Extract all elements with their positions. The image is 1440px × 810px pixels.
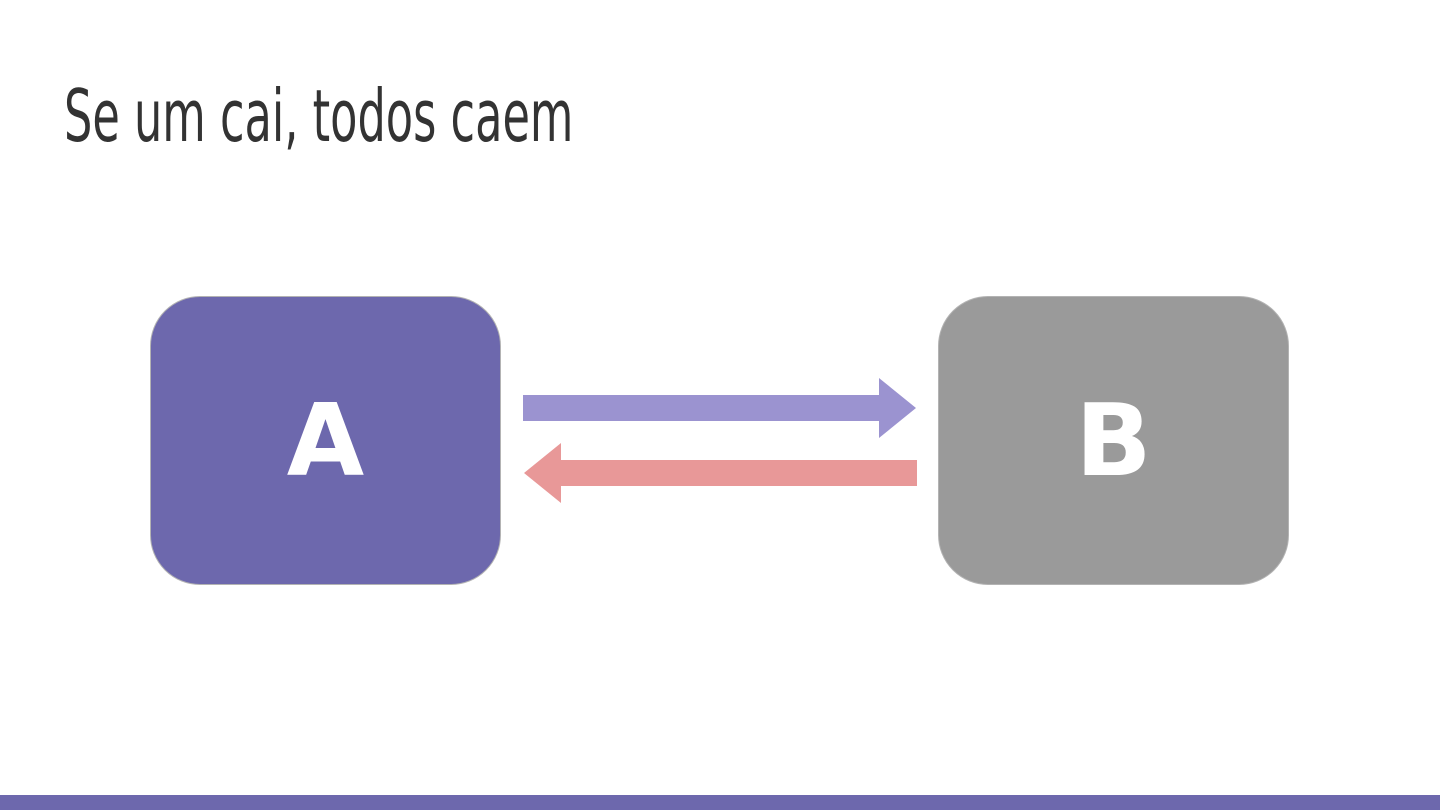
node-b-label: B (1075, 381, 1152, 499)
node-a-label: A (286, 381, 365, 499)
slide-title: Se um cai, todos caem (64, 74, 574, 158)
bottom-accent-bar (0, 795, 1440, 810)
arrow-a-to-b (523, 378, 916, 438)
arrow-b-to-a (524, 443, 917, 503)
node-b: B (938, 296, 1289, 585)
node-a: A (150, 296, 501, 585)
